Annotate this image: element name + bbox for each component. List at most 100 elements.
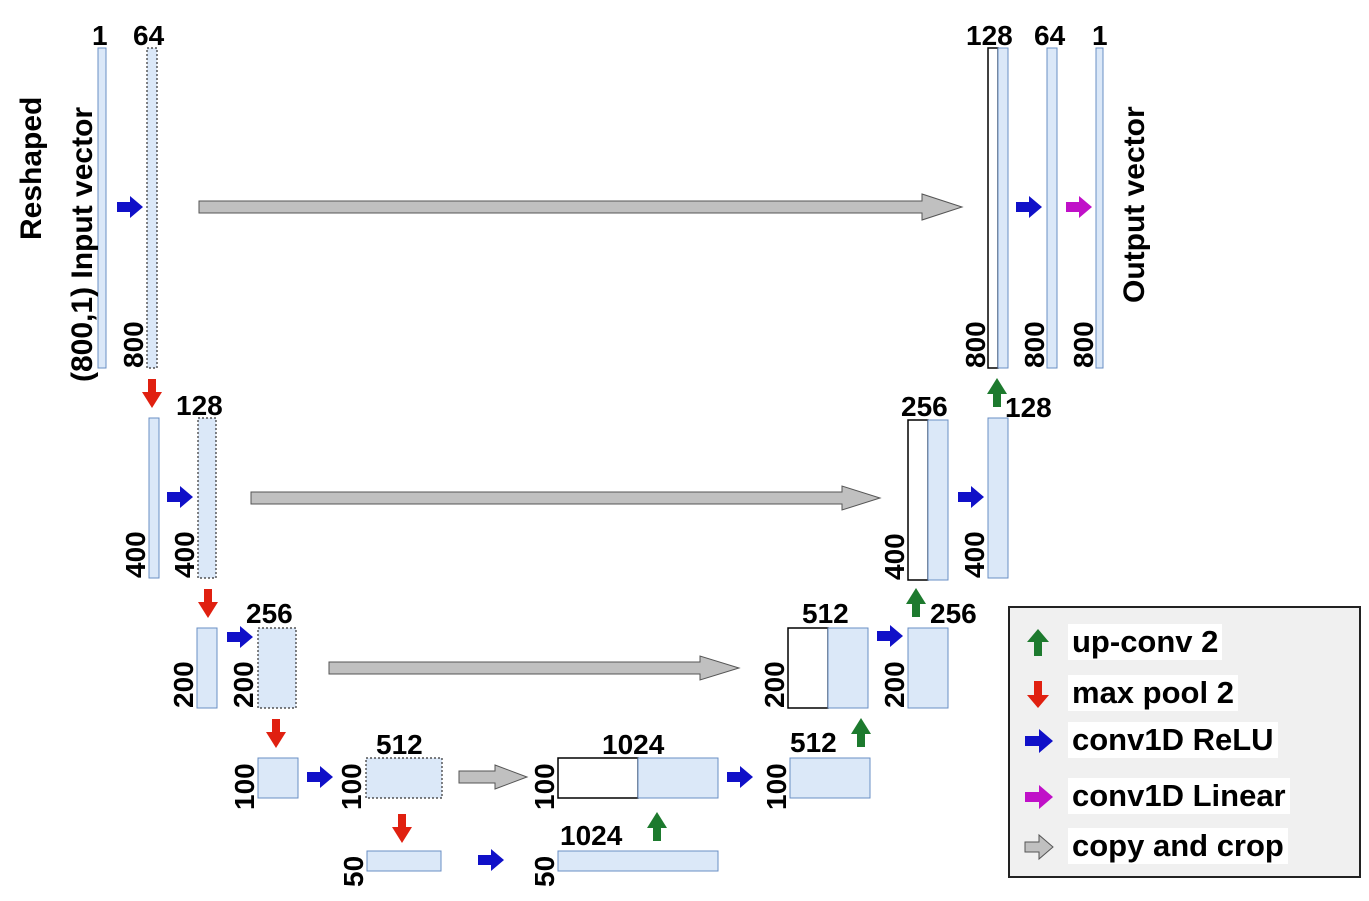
- conv-linear-arrows: [1066, 196, 1092, 218]
- d4-len-label: 100: [761, 763, 792, 810]
- l1-conv-ch-label: 64: [133, 20, 165, 51]
- l4-len-label-a: 100: [229, 763, 260, 810]
- copy-crop-arrows: [198, 193, 964, 790]
- enc1-conv-block: [146, 47, 158, 369]
- max-pool-arrows: [142, 379, 412, 843]
- labels: Reshaped (800,1) Input vector Output vec…: [15, 20, 1151, 887]
- copy-crop-arrow-l3: [328, 655, 741, 681]
- dec4-conv-block: [789, 757, 871, 799]
- upconv-arrow-b5: [647, 812, 667, 841]
- pool-arrow-2: [198, 589, 218, 618]
- bottleneck-concat-ch-label: 1024: [602, 729, 665, 760]
- legend-item-up-conv: up-conv 2: [1010, 622, 1359, 662]
- b5-ch-label: 1024: [560, 820, 623, 851]
- d3-concat-ch-label: 512: [802, 598, 849, 629]
- d1-concat-ch-label: 128: [966, 20, 1013, 51]
- l2-conv-ch-label: 128: [176, 390, 223, 421]
- feature-maps: [97, 47, 1104, 872]
- enc4-conv-block: [365, 757, 443, 799]
- output-title: Output vector: [1118, 106, 1151, 303]
- dec2-copy-block: [907, 419, 929, 581]
- l2-len-label-a: 400: [120, 531, 151, 578]
- conv-arrow-enc1: [117, 196, 143, 218]
- enc2-pool-block: [148, 417, 160, 579]
- l1-in-ch-label: 1: [92, 20, 108, 51]
- conv-arrow-enc4: [307, 766, 333, 788]
- b5-pool-block: [366, 850, 442, 872]
- l3-len-label-b: 200: [228, 661, 259, 708]
- conv-arrow-b5: [478, 849, 504, 871]
- dec2-upconv-block: [927, 419, 949, 581]
- up4-upconv-block: [637, 757, 719, 799]
- legend-item-conv-relu: conv1D ReLU: [1010, 720, 1359, 760]
- pool-arrow-1: [142, 379, 162, 408]
- bottleneck-len-label: 100: [529, 763, 560, 810]
- dec3-upconv-block: [827, 627, 869, 709]
- conv-arrow-dec2: [958, 486, 984, 508]
- legend-item-max-pool: max pool 2: [1010, 673, 1359, 713]
- enc3-conv-block: [257, 627, 297, 709]
- conv-arrow-enc2: [167, 486, 193, 508]
- d3-len-label: 200: [759, 661, 790, 708]
- legend-item-copy-crop: copy and crop: [1010, 826, 1359, 866]
- d2-concat-ch-label: 256: [901, 391, 948, 422]
- dec3-copy-block: [787, 627, 829, 709]
- d3-len-label-b: 200: [879, 661, 910, 708]
- down-arrow-icon: [1027, 681, 1049, 708]
- b5-len-label-b: 50: [529, 856, 560, 887]
- dec1-upconv-block: [997, 47, 1009, 369]
- b5-len-label-a: 50: [338, 856, 369, 887]
- conv-arrow-dec3: [877, 625, 903, 647]
- conv-linear-arrow-out: [1066, 196, 1092, 218]
- l3-conv-ch-label: 256: [246, 598, 293, 629]
- l4-conv-ch-label: 512: [376, 729, 423, 760]
- legend-label-copy-crop: copy and crop: [1068, 828, 1288, 864]
- enc4-pool-block: [257, 757, 299, 799]
- dec3-conv-block: [907, 627, 949, 709]
- right-arrow-icon: [1025, 729, 1053, 753]
- d3-conv-ch-label: 256: [930, 598, 977, 629]
- conv-arrow-dec4: [727, 766, 753, 788]
- upconv-arrow-d2: [987, 378, 1007, 407]
- legend-label-max-pool: max pool 2: [1068, 675, 1238, 711]
- input-title-line1: Reshaped: [15, 97, 48, 240]
- legend-label-conv-relu: conv1D ReLU: [1068, 722, 1278, 758]
- upconv-arrow-d3: [906, 588, 926, 617]
- d1-len-label-a: 800: [960, 321, 991, 368]
- legend-label-up-conv: up-conv 2: [1068, 624, 1223, 660]
- right-arrow-icon: [1025, 785, 1053, 809]
- pool-arrow-4: [392, 814, 412, 843]
- d2-len-label-b: 400: [959, 531, 990, 578]
- up4-copy-block: [557, 757, 639, 799]
- dec1-copy-block: [987, 47, 999, 369]
- l3-len-label-a: 200: [168, 661, 199, 708]
- dec1-conv-block: [1046, 47, 1058, 369]
- legend: up-conv 2 max pool 2 conv1D ReLU conv1D …: [1008, 606, 1361, 878]
- dec2-conv-block: [987, 417, 1009, 579]
- input-title-line2: (800,1) Input vector: [66, 107, 99, 382]
- copy-crop-arrow-l2: [250, 485, 882, 511]
- d1-len-label-c: 800: [1068, 321, 1099, 368]
- d4-ch-label: 512: [790, 727, 837, 758]
- copy-crop-arrow-l4: [458, 764, 529, 790]
- enc3-pool-block: [196, 627, 218, 709]
- copy-crop-arrow-l1: [198, 193, 964, 221]
- up-conv-arrows: [647, 378, 1007, 841]
- d1-out-ch-label: 1: [1092, 20, 1108, 51]
- d2-conv-ch-label: 128: [1005, 392, 1052, 423]
- l2-len-label-b: 400: [169, 531, 200, 578]
- legend-item-conv-linear: conv1D Linear: [1010, 776, 1359, 816]
- up-arrow-icon: [1027, 629, 1049, 656]
- l4-len-label-b: 100: [336, 763, 367, 810]
- l1-len-label: 800: [118, 321, 149, 368]
- conv-arrow-dec1: [1016, 196, 1042, 218]
- d1-len-label-b: 800: [1019, 321, 1050, 368]
- enc2-conv-block: [197, 417, 217, 579]
- b5-conv-block: [557, 850, 719, 872]
- right-arrow-icon: [1024, 833, 1054, 861]
- conv-arrow-enc3: [227, 626, 253, 648]
- legend-label-conv-linear: conv1D Linear: [1068, 778, 1290, 814]
- output-vector-block: [1095, 47, 1104, 369]
- pool-arrow-3: [266, 719, 286, 748]
